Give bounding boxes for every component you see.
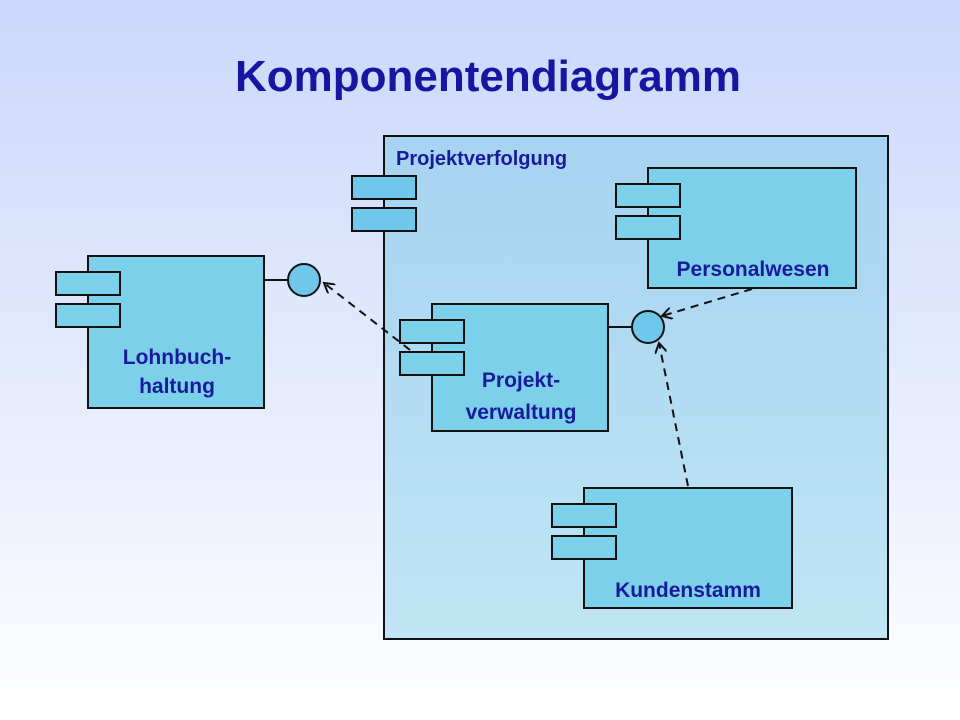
component-tab-bottom bbox=[55, 303, 121, 328]
component-tab-top bbox=[615, 183, 681, 208]
component-tab-bottom bbox=[615, 215, 681, 240]
component-kundenstamm[interactable]: Kundenstamm bbox=[551, 487, 793, 609]
interface-lollipop bbox=[287, 263, 321, 297]
package-label: Projektverfolgung bbox=[396, 148, 567, 170]
component-label-line1: Projekt- bbox=[482, 369, 560, 392]
component-tab-bottom bbox=[551, 535, 617, 560]
component-label-line2: haltung bbox=[139, 375, 215, 398]
component-tab-bottom bbox=[399, 351, 465, 376]
component-body bbox=[647, 167, 857, 289]
component-label-line2: verwaltung bbox=[466, 401, 577, 424]
component-label: Personalwesen bbox=[677, 258, 830, 281]
component-label: Kundenstamm bbox=[615, 579, 761, 602]
dependency-projektverwaltung-to-lohnbuchhaltung[interactable] bbox=[324, 283, 411, 351]
dependency-kundenstamm-to-projektverwaltung[interactable] bbox=[659, 343, 689, 487]
component-tab-top bbox=[55, 271, 121, 296]
package-tab-top bbox=[351, 175, 417, 200]
interface-lohnbuchhaltung[interactable] bbox=[264, 263, 321, 297]
component-tab-top bbox=[399, 319, 465, 344]
interface-projektverwaltung[interactable] bbox=[608, 310, 665, 344]
component-projektverwaltung[interactable]: Projekt- verwaltung bbox=[399, 303, 609, 432]
package-tab-bottom bbox=[351, 207, 417, 232]
dependency-personalwesen-to-projektverwaltung[interactable] bbox=[662, 288, 753, 316]
component-body bbox=[583, 487, 793, 609]
slide-title: Komponentendiagramm bbox=[234, 52, 742, 101]
interface-lollipop bbox=[631, 310, 665, 344]
component-lohnbuchhaltung[interactable]: Lohnbuch- haltung bbox=[55, 255, 265, 409]
component-label-line1: Lohnbuch- bbox=[123, 346, 231, 369]
component-tab-top bbox=[551, 503, 617, 528]
component-personalwesen[interactable]: Personalwesen bbox=[615, 167, 857, 289]
